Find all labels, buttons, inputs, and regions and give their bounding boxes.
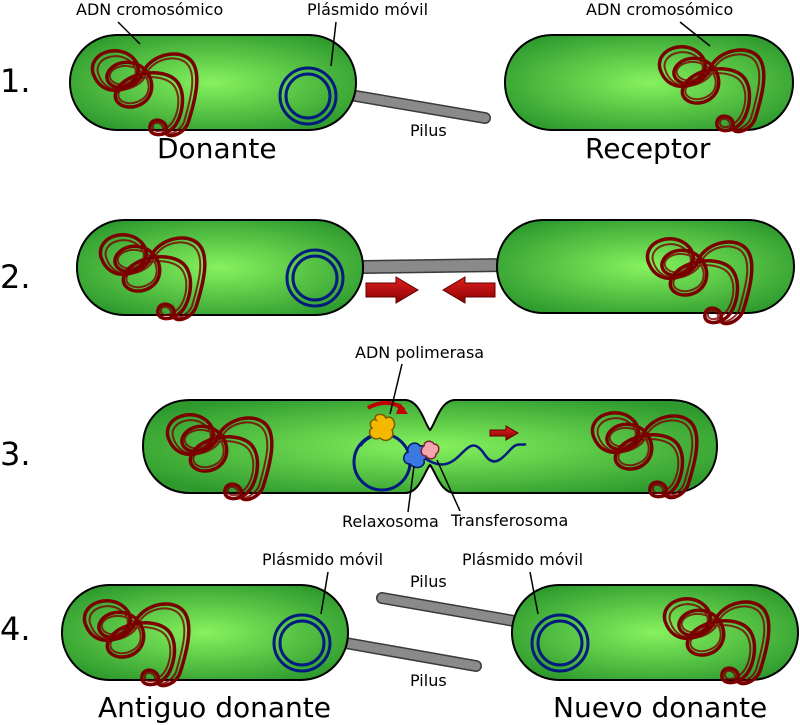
transferosome — [420, 440, 440, 460]
label-adn-cromosomico: ADN cromosómico — [76, 0, 223, 19]
transferred-dna-strand — [419, 442, 527, 466]
label-plasmido-movil: Plásmido móvil — [462, 550, 583, 569]
recipient-cell — [496, 219, 795, 314]
label-plasmido-movil: Plásmido móvil — [262, 550, 383, 569]
rotation-arrow-icon — [396, 403, 408, 414]
label-receptor: Receptor — [585, 132, 711, 165]
label-transferosoma: Transferosoma — [450, 511, 568, 530]
step-number-2: 2. — [0, 258, 31, 296]
label-plasmido-movil: Plásmido móvil — [307, 0, 428, 19]
leader-line — [320, 571, 329, 615]
label-adn-polimerasa: ADN polimerasa — [355, 343, 484, 362]
pilus-shape — [345, 90, 490, 123]
arrow-left-icon — [442, 276, 496, 304]
arrow-right-icon — [365, 276, 419, 304]
label-adn-cromosomico: ADN cromosómico — [586, 0, 733, 19]
leader-line — [407, 465, 415, 513]
donor-cell — [69, 34, 357, 131]
label-nuevo-donante: Nuevo donante — [553, 691, 767, 724]
label-pilus: Pilus — [410, 671, 447, 690]
leader-line — [389, 363, 403, 415]
label-pilus: Pilus — [410, 121, 447, 140]
label-antiguo-donante: Antiguo donante — [98, 691, 331, 724]
pilus-shape — [377, 593, 525, 627]
pilus-shape — [335, 637, 481, 671]
recipient-cell — [504, 34, 794, 131]
leader-line — [330, 21, 337, 67]
leader-line — [436, 459, 461, 512]
leader-line — [679, 21, 711, 47]
arrow-right-icon — [489, 425, 519, 441]
leader-line — [529, 571, 539, 615]
leader-line — [117, 21, 141, 45]
pilus-shape — [361, 259, 506, 273]
label-donante: Donante — [157, 132, 277, 165]
step-number-3: 3. — [0, 435, 31, 473]
label-relaxosoma: Relaxosoma — [342, 512, 439, 531]
label-pilus: Pilus — [410, 572, 447, 591]
step-number-4: 4. — [0, 610, 31, 648]
dna-polymerase — [368, 413, 396, 442]
step-number-1: 1. — [0, 62, 31, 100]
